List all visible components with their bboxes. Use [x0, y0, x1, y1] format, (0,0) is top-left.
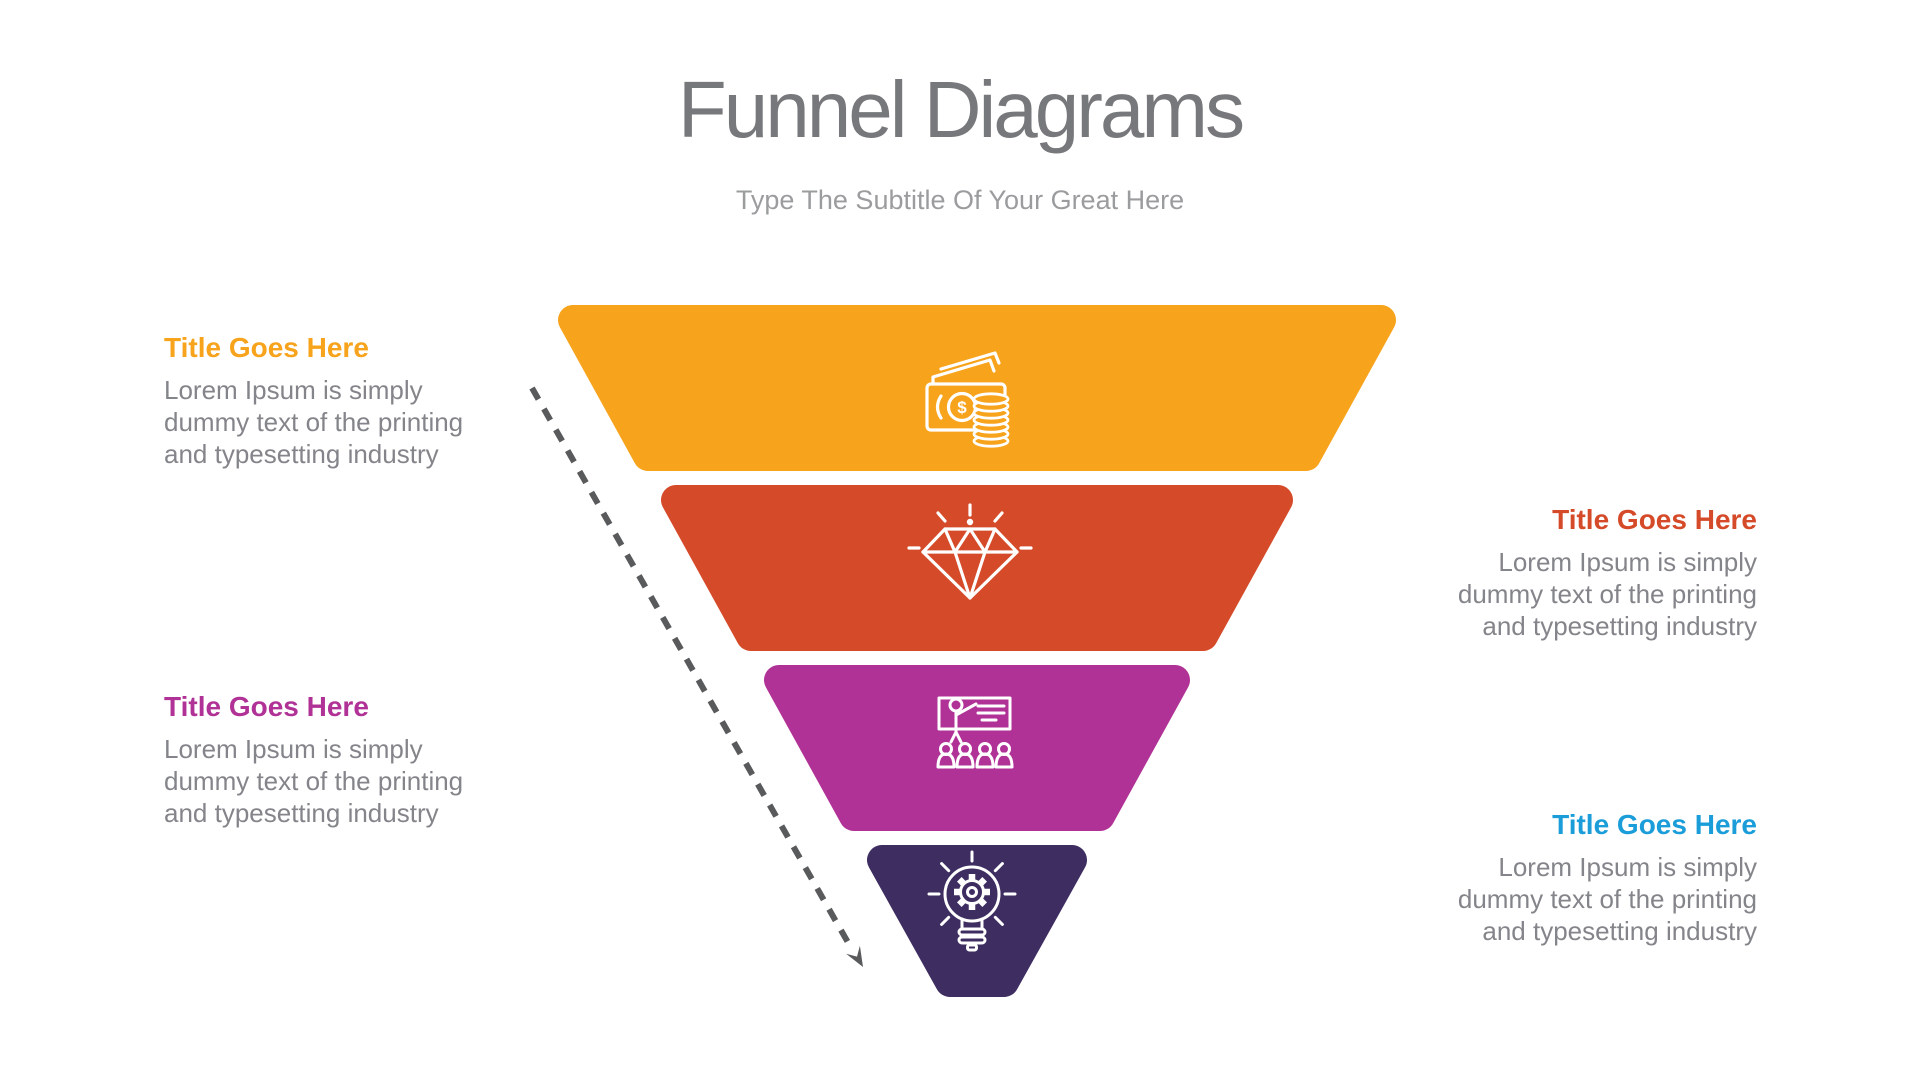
callout-title: Title Goes Here [1552, 504, 1757, 535]
funnel-level-1-shape [558, 305, 1396, 471]
money-coin-stack [972, 392, 1010, 448]
diamond-icon [907, 503, 1033, 600]
gear-hole [966, 886, 978, 898]
money-dollar-symbol: $ [957, 398, 967, 417]
money-icon: $ [925, 351, 1010, 448]
presentation-icon [936, 696, 1014, 769]
money-bill-left-curve [935, 394, 943, 420]
flow-arrow [529, 386, 863, 967]
money-back-bill-1 [939, 351, 1001, 371]
flow-arrow-head [846, 945, 863, 967]
callout-body-line: Lorem Ipsum is simply [1498, 547, 1757, 577]
funnel-level-4 [867, 845, 1087, 997]
funnel-level-2-shape [661, 485, 1293, 651]
diamond-ray-dot [966, 518, 974, 526]
callout-body-line: dummy text of the printing [164, 766, 464, 796]
callout-body: Lorem Ipsum is simply dummy text of the … [1397, 546, 1757, 642]
presentation-board-lines [976, 704, 1006, 722]
bulb-base-bar [957, 935, 987, 945]
idea-lightbulb-icon [927, 850, 1017, 952]
funnel-level-3 [764, 665, 1190, 831]
audience-body [936, 752, 956, 769]
diamond-outline [921, 527, 1019, 600]
flow-arrow-line [529, 386, 853, 948]
bulb-base-tip [966, 943, 978, 952]
bulb-neck [960, 917, 984, 931]
money-back-bill-2 [931, 358, 996, 386]
diamond-ray-left [936, 511, 947, 523]
gear-ring [959, 879, 985, 905]
audience-body [994, 752, 1014, 769]
callout-body-line: dummy text of the printing [164, 407, 464, 437]
callout-body-line: Lorem Ipsum is simply [1498, 852, 1757, 882]
audience-body [955, 752, 975, 769]
coin [972, 392, 1010, 406]
callout-title: Title Goes Here [1552, 809, 1757, 840]
callout-body-line: Lorem Ipsum is simply [164, 375, 423, 405]
callout-title: Title Goes Here [164, 332, 369, 363]
callout-body-line: dummy text of the printing [1457, 579, 1757, 609]
presentation-board [937, 696, 1012, 731]
callout-body: Lorem Ipsum is simply dummy text of the … [164, 374, 524, 470]
callout-body-line: and typesetting industry [164, 798, 439, 828]
bulb-glass [943, 865, 1001, 923]
callout-body: Lorem Ipsum is simply dummy text of the … [164, 733, 524, 829]
funnel-level-1: $ [558, 305, 1396, 471]
bulb-base-bar [957, 927, 987, 937]
audience-row [936, 742, 1014, 769]
diamond-facets [921, 527, 1019, 600]
callout-body-line: and typesetting industry [1482, 611, 1757, 641]
callout-body-line: and typesetting industry [1482, 916, 1757, 946]
callout-left-bottom: Title Goes Here Lorem Ipsum is simply du… [164, 691, 524, 829]
callout-left-top: Title Goes Here Lorem Ipsum is simply du… [164, 332, 524, 470]
presenter-body [949, 702, 978, 744]
bulb-rays [927, 850, 1017, 926]
page-subtitle: Type The Subtitle Of Your Great Here [735, 185, 1185, 215]
diamond-ray-right [993, 511, 1004, 523]
callout-right-bottom: Title Goes Here Lorem Ipsum is simply du… [1397, 809, 1757, 947]
callout-body-line: and typesetting industry [164, 439, 439, 469]
callout-body-line: Lorem Ipsum is simply [164, 734, 423, 764]
callout-title: Title Goes Here [164, 691, 369, 722]
callout-body-line: dummy text of the printing [1457, 884, 1757, 914]
gear-teeth [954, 874, 990, 910]
funnel-level-2 [661, 485, 1293, 651]
callout-body: Lorem Ipsum is simply dummy text of the … [1397, 851, 1757, 947]
audience-body [975, 752, 995, 769]
callout-right-top: Title Goes Here Lorem Ipsum is simply du… [1397, 504, 1757, 642]
funnel-level-3-shape [764, 665, 1190, 831]
page-title: Funnel Diagrams [677, 65, 1245, 154]
